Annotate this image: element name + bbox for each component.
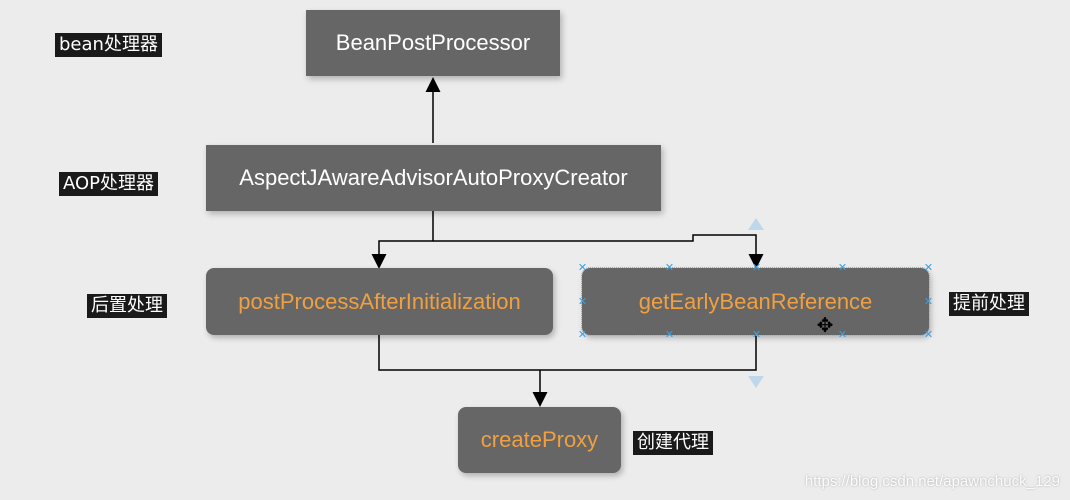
label-post: 后置处理 [87,294,167,318]
selection-handle[interactable]: ✕ [664,262,675,274]
bean-post-processor-text: BeanPostProcessor [335,30,531,55]
selection-handle[interactable]: ✕ [577,262,588,274]
watermark: https://blog.csdn.net/apawnchuck_129 [804,473,1060,490]
label-aop: AOP处理器 [59,172,159,196]
connector-post-to-proxy [378,335,540,371]
connector-early-to-proxy [540,335,757,371]
get-early-ref-text: getEarlyBeanReference [638,288,873,314]
label-proxy: 创建代理 [633,431,713,455]
aop-creator-node[interactable]: AspectJAwareAdvisorAutoProxyCreator [206,145,661,211]
post-process-after-text: postProcessAfterInitialization [238,288,521,314]
move-cursor-icon: ✥ [816,315,834,337]
bean-post-processor-node[interactable]: BeanPostProcessor [306,10,560,76]
create-proxy-node[interactable]: createProxy [458,407,621,473]
aop-creator-text: AspectJAwareAdvisorAutoProxyCreator [239,165,628,190]
selection-handle[interactable]: ✕ [837,262,848,274]
selection-handle[interactable]: ✕ [577,329,588,341]
label-bean: bean处理器 [55,33,162,57]
connector-aop-to-early [433,234,764,269]
selection-handle[interactable]: ✕ [751,329,762,341]
connector-aop-to-post [371,211,434,269]
selection-handle[interactable]: ✕ [923,262,934,274]
selection-handle[interactable]: ✕ [923,329,934,341]
selection-handle[interactable]: ✕ [751,262,762,274]
label-early: 提前处理 [949,292,1029,316]
get-early-ref-node[interactable]: getEarlyBeanReference [581,267,930,336]
selection-handle[interactable]: ✕ [837,329,848,341]
post-process-after-node[interactable]: postProcessAfterInitialization [206,268,553,335]
selection-handle[interactable]: ✕ [923,296,934,308]
resize-handle-top [748,218,764,230]
create-proxy-text: createProxy [480,427,599,452]
selection-handle[interactable]: ✕ [577,296,588,308]
resize-handle-bottom [748,376,764,388]
selection-handle[interactable]: ✕ [664,329,675,341]
